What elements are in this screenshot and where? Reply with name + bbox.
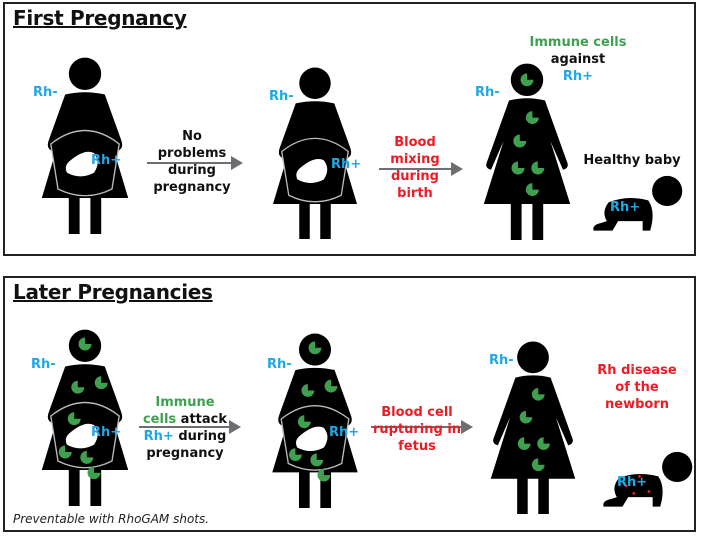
pregnant-woman-immune-icon: [25, 326, 145, 506]
arrow-label: Blood cell rupturing in fetus: [372, 405, 462, 454]
arrow-label: No problems during pregnancy: [153, 129, 231, 195]
arrow-icon: [147, 156, 243, 170]
arrow-icon: [379, 162, 463, 176]
arrow-icon: [139, 420, 241, 434]
mother-rh-label: Rh-: [33, 85, 58, 100]
mother-rh-label: Rh-: [31, 357, 56, 372]
baby-rh-label: Rh+: [617, 475, 648, 490]
footnote: Preventable with RhoGAM shots.: [13, 512, 210, 526]
fetus-rh-label: Rh+: [91, 425, 122, 440]
first-pregnancy-panel: First Pregnancy Rh- Rh+ No problems duri…: [3, 2, 696, 256]
arrow-label: Blood mixing during birth: [390, 135, 440, 201]
mother-rh-label: Rh-: [475, 85, 500, 100]
outcome-caption: Rh disease of the newborn: [597, 363, 677, 412]
fetus-rh-label: Rh+: [331, 157, 362, 172]
pregnant-woman-immune-icon: [255, 330, 375, 508]
pregnant-woman-icon: [255, 64, 375, 239]
arrow-icon: [371, 420, 473, 434]
woman-immune-icon: [490, 341, 576, 514]
baby-rh-label: Rh+: [610, 200, 641, 215]
woman-immune-icon: [483, 63, 571, 240]
pregnant-woman-icon: [25, 54, 145, 234]
panel-title: Later Pregnancies: [13, 280, 213, 304]
mother-rh-label: Rh-: [269, 89, 294, 104]
mother-rh-label: Rh-: [267, 357, 292, 372]
fetus-rh-label: Rh+: [91, 153, 122, 168]
arrow-label: Immune cells attack Rh+ during pregnancy: [142, 395, 228, 461]
later-pregnancies-panel: Later Pregnancies Rh- Rh+ Immune cells a…: [3, 276, 696, 532]
panel-title: First Pregnancy: [13, 6, 187, 30]
mother-rh-label: Rh-: [489, 353, 514, 368]
baby-caption: Healthy baby: [583, 153, 681, 168]
diseased-baby-icon: [597, 450, 697, 516]
immune-annotation: Immune cells against Rh+: [529, 35, 627, 84]
fetus-rh-label: Rh+: [329, 425, 360, 440]
